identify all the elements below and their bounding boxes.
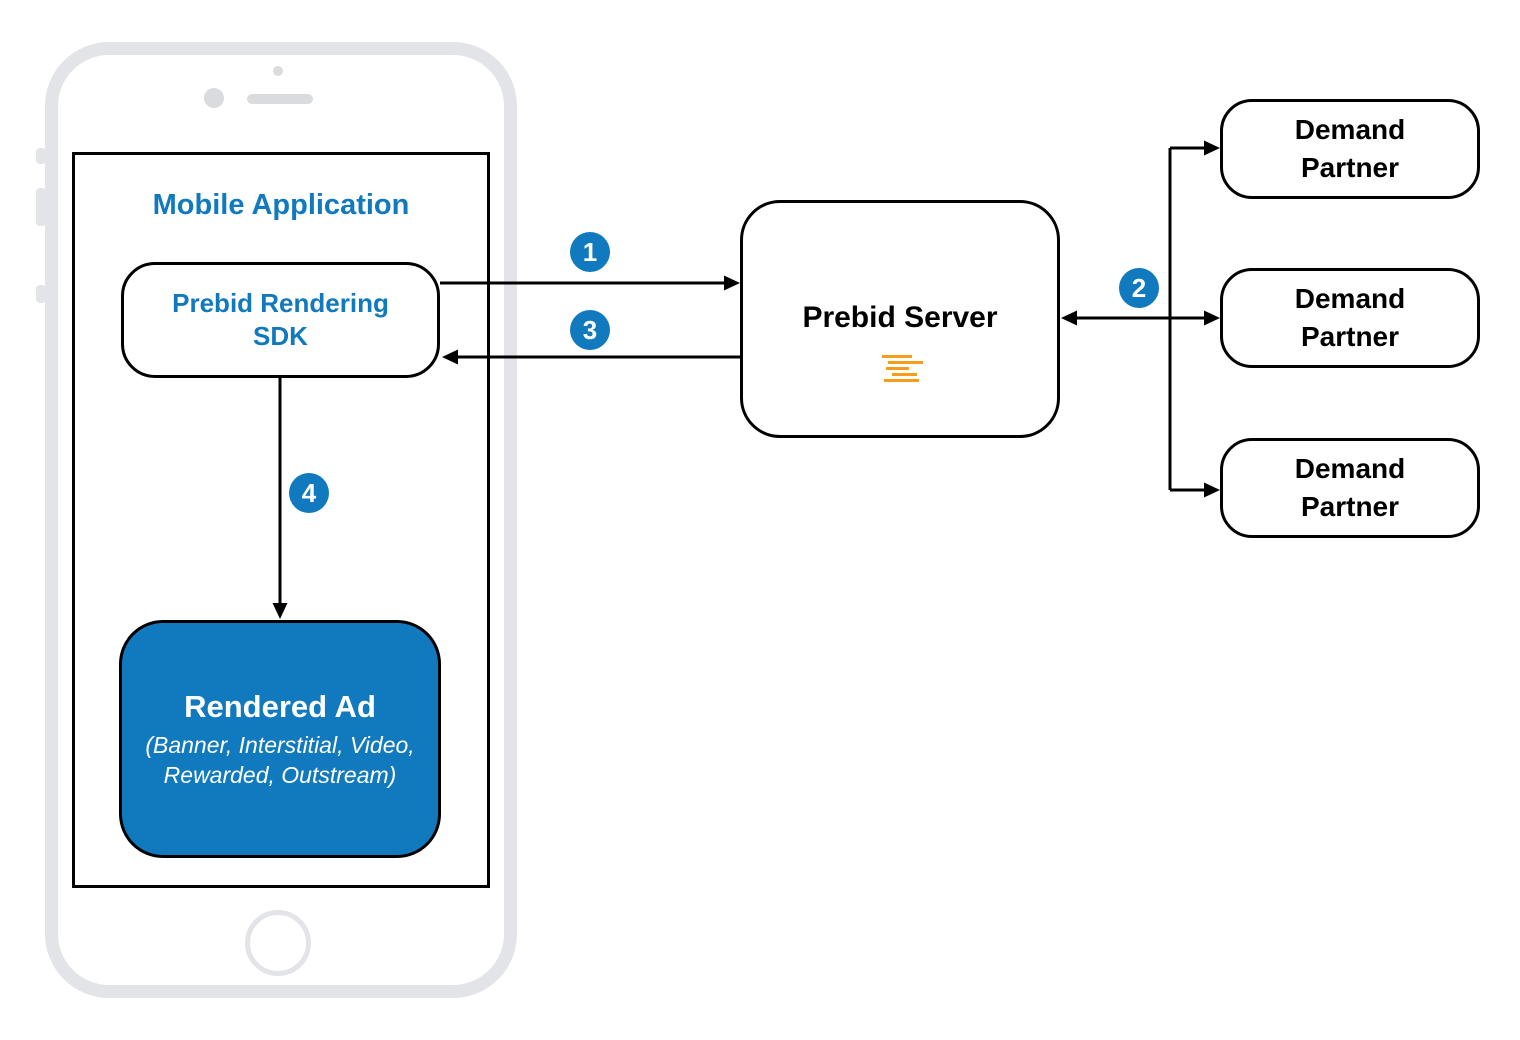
demand-partner-node-1: Demand Partner xyxy=(1220,99,1480,199)
prebid-lines-icon xyxy=(882,355,923,382)
phone-volume-down-button xyxy=(36,285,46,303)
rendered-ad-node: Rendered Ad (Banner, Interstitial, Video… xyxy=(119,620,441,858)
phone-mute-switch xyxy=(36,148,46,164)
demand-partner-1-line1: Demand xyxy=(1294,114,1406,145)
phone-camera-icon xyxy=(273,66,283,76)
rendered-ad-subtitle-line1: (Banner, Interstitial, Video, xyxy=(145,731,415,758)
demand-partner-3-line2: Partner xyxy=(1300,491,1400,522)
prebid-server-node: Prebid Server xyxy=(740,200,1060,438)
sdk-label-line2: SDK xyxy=(253,321,308,351)
demand-partner-3-line1: Demand xyxy=(1294,453,1406,484)
mobile-application-title: Mobile Application xyxy=(152,189,410,221)
phone-sensor-icon xyxy=(204,88,224,108)
phone-home-button xyxy=(245,910,311,976)
prebid-server-label: Prebid Server xyxy=(802,301,998,334)
rendered-ad-title: Rendered Ad xyxy=(184,688,376,724)
demand-partner-node-3: Demand Partner xyxy=(1220,438,1480,538)
step-badge-1: 1 xyxy=(570,232,610,272)
rendered-ad-subtitle-line2: Rewarded, Outstream) xyxy=(163,761,397,788)
phone-volume-up-button xyxy=(36,188,46,226)
step-badge-4: 4 xyxy=(289,473,329,513)
demand-partner-2-line2: Partner xyxy=(1300,321,1400,352)
demand-partner-1-line2: Partner xyxy=(1300,152,1400,183)
prebid-rendering-sdk-node: Prebid Rendering SDK xyxy=(121,262,440,378)
step-badge-2: 2 xyxy=(1119,268,1159,308)
demand-partner-2-line1: Demand xyxy=(1294,283,1406,314)
step-badge-3: 3 xyxy=(570,310,610,350)
arrow-server-to-demand-partners xyxy=(1061,140,1220,498)
phone-speaker-icon xyxy=(247,94,313,104)
demand-partner-node-2: Demand Partner xyxy=(1220,268,1480,368)
sdk-label-line1: Prebid Rendering xyxy=(172,288,389,318)
